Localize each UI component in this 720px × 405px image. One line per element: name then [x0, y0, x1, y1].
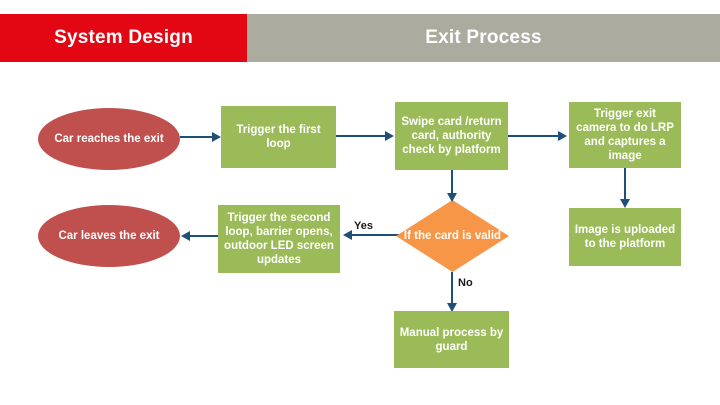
header-band-red — [0, 14, 247, 62]
edge-label-no: No — [458, 277, 473, 289]
arrowhead-down-icon — [447, 193, 457, 202]
arrowhead-down-icon — [620, 199, 630, 208]
node-car-leaves-the-exit[interactable]: Car leaves the exit — [38, 205, 180, 267]
node-car-reaches-the-exit[interactable]: Car reaches the exit — [38, 108, 180, 170]
node-label: If the card is valid — [403, 230, 502, 242]
connector-first-loop-to-swipe-card — [336, 135, 386, 137]
node-image-is-uploaded[interactable]: Image is uploaded to the platform — [569, 208, 681, 266]
connector-second-loop-to-car-leaves — [190, 235, 220, 237]
page-title-exit-process: Exit Process — [425, 27, 542, 48]
node-if-the-card-is-valid[interactable]: If the card is valid — [396, 200, 509, 272]
node-trigger-the-second-loop[interactable]: Trigger the second loop, barrier opens, … — [218, 205, 340, 273]
node-label: Trigger the first loop — [236, 124, 321, 150]
arrowhead-left-icon — [343, 230, 352, 240]
arrowhead-right-icon — [385, 131, 394, 141]
node-label: Trigger the second loop, barrier opens, … — [224, 212, 334, 266]
connector-swipe-card-to-card-valid — [451, 170, 453, 195]
node-label: Image is uploaded to the platform — [574, 224, 676, 250]
arrowhead-left-icon — [181, 231, 190, 241]
node-label: Manual process by guard — [399, 326, 504, 353]
page-title-system-design: System Design — [54, 27, 193, 48]
connector-exit-camera-to-image-uploaded — [624, 168, 626, 201]
node-trigger-the-first-loop[interactable]: Trigger the first loop — [221, 106, 336, 168]
node-label: Swipe card /return card, authority check… — [401, 116, 502, 156]
node-label: Car leaves the exit — [58, 230, 160, 242]
arrowhead-right-icon — [212, 132, 221, 142]
node-trigger-exit-camera[interactable]: Trigger exit camera to do LRP and captur… — [569, 102, 681, 168]
arrowhead-down-icon — [447, 303, 457, 312]
node-label: Car reaches the exit — [54, 133, 164, 145]
connector-card-valid-no-to-manual-process — [451, 272, 453, 306]
node-swipe-card-authority-check[interactable]: Swipe card /return card, authority check… — [395, 102, 508, 170]
edge-label-yes: Yes — [354, 220, 373, 232]
connector-card-valid-yes-to-second-loop — [352, 234, 399, 236]
connector-car-reaches-to-first-loop — [180, 136, 213, 138]
node-manual-process-by-guard[interactable]: Manual process by guard — [394, 311, 509, 368]
arrowhead-right-icon — [558, 131, 567, 141]
connector-swipe-card-to-exit-camera — [508, 135, 559, 137]
node-label: Trigger exit camera to do LRP and captur… — [576, 108, 674, 162]
header-band-gray — [247, 14, 720, 62]
